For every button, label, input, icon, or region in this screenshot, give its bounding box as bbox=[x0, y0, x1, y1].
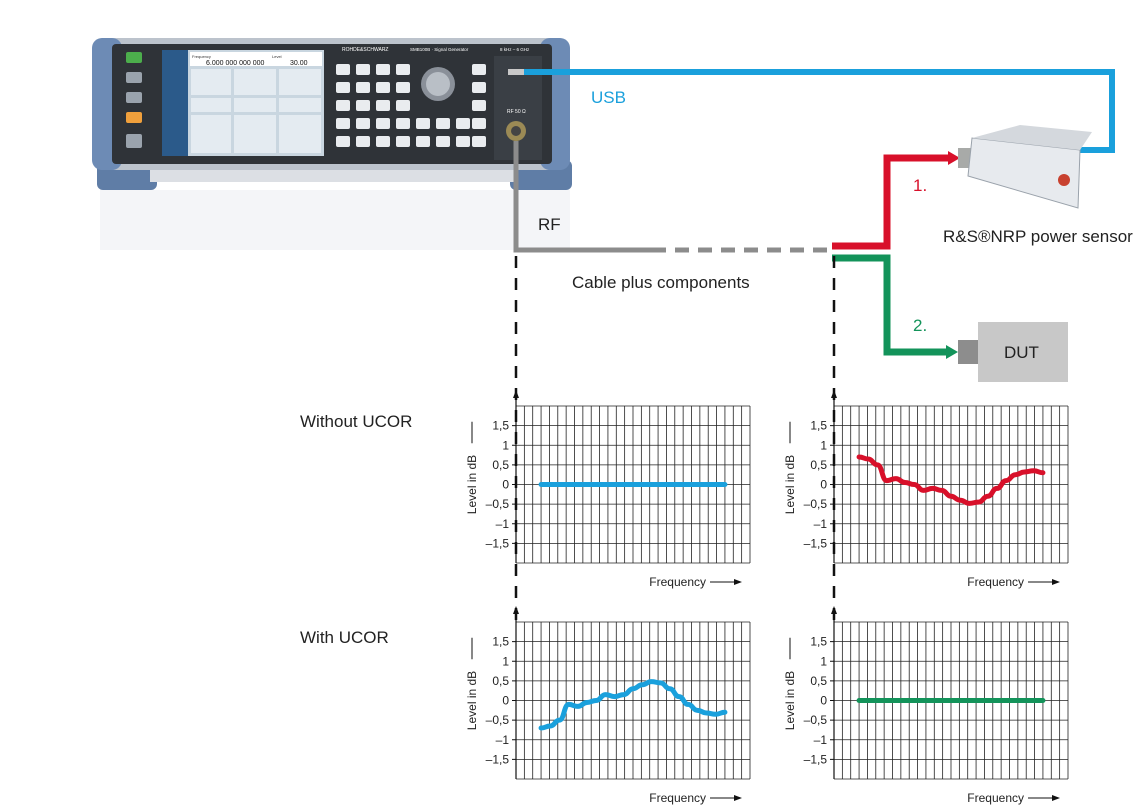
rotary-knob-center bbox=[426, 72, 450, 96]
x-axis-arrow bbox=[734, 579, 742, 585]
instrument-reflection bbox=[100, 190, 570, 250]
y-tick-label: 1 bbox=[820, 654, 827, 668]
setup-key bbox=[126, 92, 142, 103]
chart-with-ucor-dut-input: 1,5 1 0,5 0 –0,5 –1 –1,5 Level in dB Frequency bbox=[783, 606, 1069, 805]
series-line bbox=[856, 454, 1046, 506]
y-tick-label: 1 bbox=[820, 438, 827, 452]
keypad bbox=[336, 64, 486, 147]
usb-port bbox=[508, 69, 524, 75]
y-tick-label: 0 bbox=[502, 478, 509, 492]
y-tick-label: –0,5 bbox=[486, 497, 510, 511]
dut-label: DUT bbox=[1004, 343, 1039, 362]
y-tick-label: –0,5 bbox=[804, 497, 828, 511]
y-tick-label: 0,5 bbox=[810, 674, 827, 688]
usb-cable bbox=[524, 69, 1115, 153]
signal-generator: Frequency 6.000 000 000 000 Level 30.00 … bbox=[92, 38, 572, 250]
instrument-base bbox=[150, 170, 515, 182]
rf-connector-center bbox=[511, 126, 521, 136]
rf-label: RF bbox=[538, 215, 561, 234]
y-tick-label: 1,5 bbox=[492, 419, 509, 433]
y-axis-arrow bbox=[831, 390, 837, 398]
y-tick-label: –1 bbox=[814, 733, 828, 747]
y-tick-label: 0 bbox=[820, 478, 827, 492]
y-tick-label: –1 bbox=[496, 733, 510, 747]
chart-without-ucor-instrument-output: 1,5 1 0,5 0 –0,5 –1 –1,5 Level in dB Frequency bbox=[465, 390, 751, 589]
instrument-range: 8 kHz – 6 GHz bbox=[500, 47, 530, 52]
without-ucor-label: Without UCOR bbox=[300, 412, 412, 431]
local-key bbox=[126, 72, 142, 83]
sensor-label: R&S®NRP power sensor bbox=[943, 227, 1133, 246]
y-tick-label: 0 bbox=[502, 694, 509, 708]
chart-grid bbox=[833, 405, 1069, 564]
y-tick-label: –1,5 bbox=[486, 536, 510, 550]
chart-grid bbox=[515, 621, 751, 780]
cable-label: Cable plus components bbox=[572, 273, 750, 292]
y-tick-label: 0,5 bbox=[492, 674, 509, 688]
dut-connector bbox=[958, 340, 980, 364]
y-tick-label: 0 bbox=[820, 694, 827, 708]
y-axis-arrow bbox=[831, 606, 837, 614]
rf-port-label: RF 50 Ω bbox=[507, 109, 526, 115]
y-axis-title: Level in dB bbox=[465, 455, 479, 514]
y-tick-label: –1,5 bbox=[486, 752, 510, 766]
instrument-model: SMB100B · Signal Generator bbox=[410, 47, 469, 52]
chart-with-ucor-instrument-output: 1,5 1 0,5 0 –0,5 –1 –1,5 Level in dB Frequency bbox=[465, 606, 751, 805]
y-tick-label: 0,5 bbox=[492, 458, 509, 472]
x-axis-title: Frequency bbox=[967, 575, 1024, 589]
display-frequency-label: Frequency bbox=[192, 54, 211, 59]
x-axis-arrow bbox=[1052, 579, 1060, 585]
x-axis-title: Frequency bbox=[649, 791, 706, 805]
y-axis-title: Level in dB bbox=[783, 455, 797, 514]
display-frequency-value: 6.000 000 000 000 bbox=[206, 60, 264, 67]
y-tick-label: 1 bbox=[502, 654, 509, 668]
display-tiles bbox=[191, 69, 321, 153]
y-axis-arrow bbox=[513, 606, 519, 614]
x-axis-title: Frequency bbox=[649, 575, 706, 589]
chart-without-ucor-dut-input: 1,5 1 0,5 0 –0,5 –1 –1,5 Level in dB Frequency bbox=[783, 390, 1069, 589]
help-key bbox=[126, 112, 142, 123]
path1-label: 1. bbox=[913, 176, 927, 195]
y-tick-label: –1,5 bbox=[804, 536, 828, 550]
display-sidebar bbox=[162, 50, 188, 156]
rf-cable bbox=[513, 141, 652, 253]
y-axis-arrow bbox=[513, 390, 519, 398]
display-header bbox=[190, 52, 322, 66]
path2-arrowhead bbox=[946, 345, 958, 359]
y-tick-label: –0,5 bbox=[486, 713, 510, 727]
y-tick-label: –1 bbox=[814, 517, 828, 531]
y-tick-label: 1,5 bbox=[810, 635, 827, 649]
path2-label: 2. bbox=[913, 316, 927, 335]
y-tick-label: 1,5 bbox=[810, 419, 827, 433]
y-tick-label: 0,5 bbox=[810, 458, 827, 472]
y-tick-label: 1 bbox=[502, 438, 509, 452]
with-ucor-label: With UCOR bbox=[300, 628, 389, 647]
path1-arrowhead bbox=[948, 151, 960, 165]
display-level-label: Level bbox=[272, 54, 282, 59]
chart-grid bbox=[833, 621, 1069, 780]
path1-cable bbox=[832, 154, 950, 250]
y-axis-title: Level in dB bbox=[783, 671, 797, 730]
sensor-led bbox=[1058, 174, 1070, 186]
power-key bbox=[126, 134, 142, 148]
dut-box bbox=[978, 322, 1068, 382]
y-axis-title: Level in dB bbox=[465, 671, 479, 730]
usb-label: USB bbox=[591, 88, 626, 107]
power-sensor bbox=[958, 125, 1092, 209]
display-level-value: 30.00 bbox=[290, 60, 308, 67]
path2-cable bbox=[832, 254, 948, 356]
x-axis-arrow bbox=[1052, 795, 1060, 801]
y-tick-label: –1,5 bbox=[804, 752, 828, 766]
preset-key bbox=[126, 52, 142, 63]
y-tick-label: –1 bbox=[496, 517, 510, 531]
x-axis-arrow bbox=[734, 795, 742, 801]
y-tick-label: 1,5 bbox=[492, 635, 509, 649]
y-tick-label: –0,5 bbox=[804, 713, 828, 727]
instrument-brand: ROHDE&SCHWARZ bbox=[342, 47, 388, 53]
x-axis-title: Frequency bbox=[967, 791, 1024, 805]
series-line bbox=[538, 679, 728, 731]
